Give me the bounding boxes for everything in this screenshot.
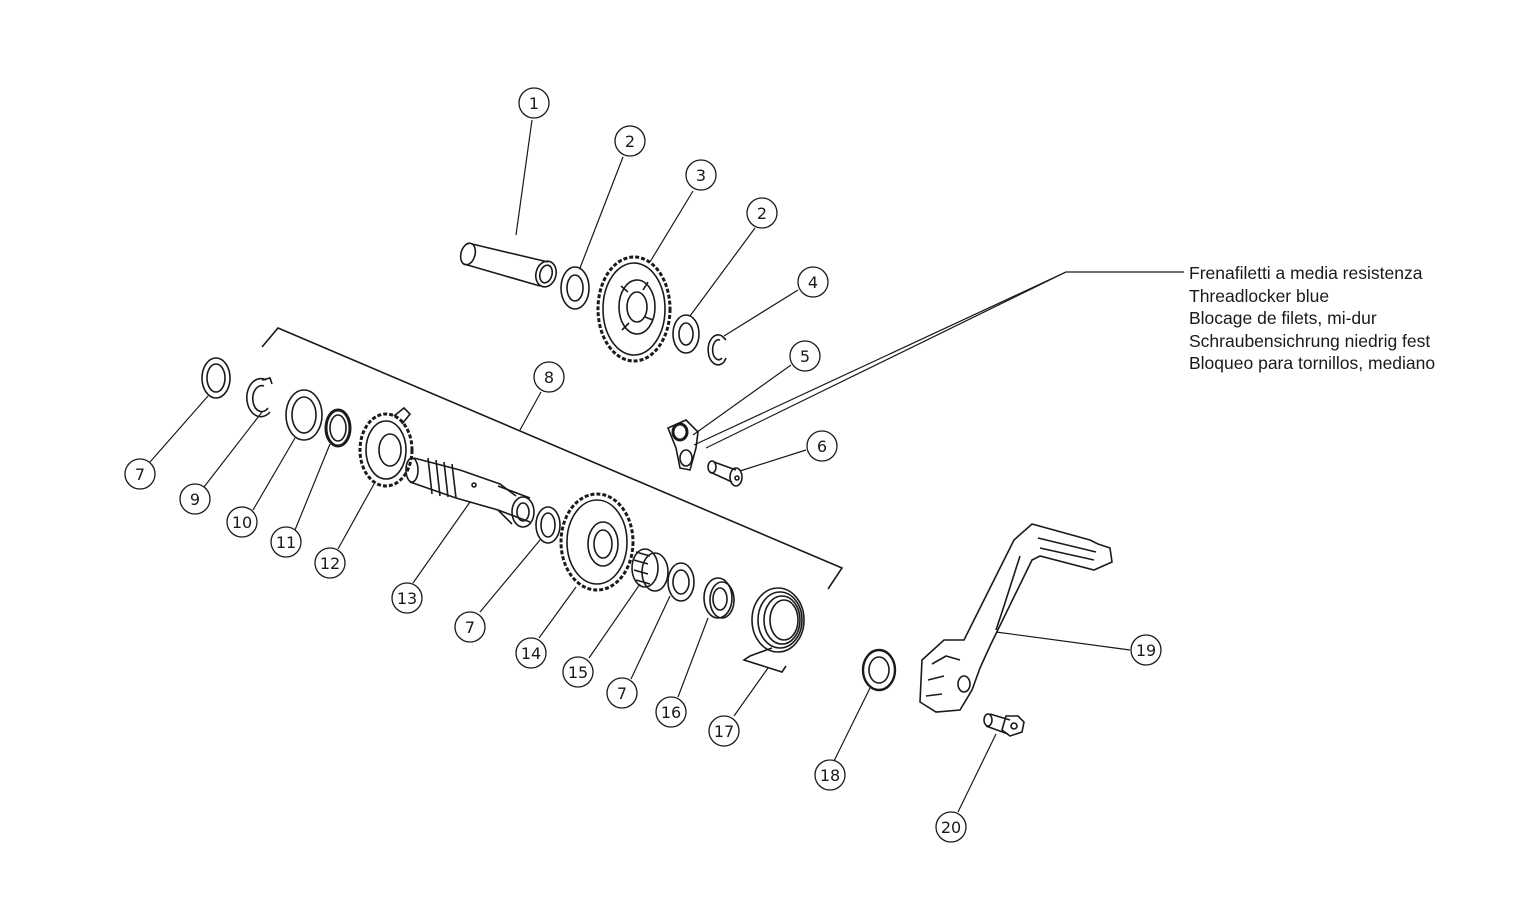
callout-1: 1 [518,87,550,119]
callout-16-label: 16 [661,703,681,722]
callout-17: 17 [708,715,740,747]
threadlocker-note: Frenafiletti a media resistenza Threadlo… [1189,262,1435,375]
callout-17-label: 17 [714,722,734,741]
callout-9: 9 [179,483,211,515]
note-line-english: Threadlocker blue [1189,285,1330,306]
callout-20: 20 [935,811,967,843]
part-7-washer-b [535,506,561,544]
part-15-needle-bearing [631,548,669,592]
part-3-gear [596,255,672,363]
callout-10-label: 10 [232,513,252,532]
callout-2a-label: 2 [625,132,635,151]
part-7-washer-a [201,357,231,399]
callout-11: 11 [270,526,302,558]
part-6-screw [707,460,743,487]
callout-6: 6 [806,430,838,462]
callout-7a-label: 7 [135,465,145,484]
callout-19-label: 19 [1136,641,1156,660]
part-18-seal [861,648,897,692]
part-1-sleeve [459,242,558,288]
part-17-spring [742,587,805,673]
callout-8: 8 [533,361,565,393]
part-7-washer-c [667,562,695,602]
note-line-french: Blocage de filets, mi-dur [1189,308,1377,329]
part-12-ratchet [358,406,414,488]
part-11-ring [324,408,352,448]
callout-7c: 7 [606,677,638,709]
callout-2a: 2 [614,125,646,157]
callout-7b-label: 7 [465,618,475,637]
callout-1-label: 1 [529,94,539,113]
part-2-washer-a [560,266,590,310]
part-19-kick-lever [919,523,1113,713]
callout-7b: 7 [454,611,486,643]
callout-12: 12 [314,547,346,579]
callout-3-label: 3 [696,166,706,185]
callout-15: 15 [562,656,594,688]
callout-10: 10 [226,506,258,538]
callout-13: 13 [391,582,423,614]
callout-6-label: 6 [817,437,827,456]
callout-3: 3 [685,159,717,191]
part-5-stopper [666,419,699,471]
callouts: 1 2 3 2 4 5 6 8 7 9 10 11 12 13 7 14 15 … [124,87,1162,843]
part-13-shaft [405,457,535,528]
part-9-circlip [246,377,273,418]
callout-14-label: 14 [521,644,541,663]
callout-7a: 7 [124,458,156,490]
note-line-german: Schraubensichrung niedrig fest [1189,330,1431,351]
callout-18: 18 [814,759,846,791]
part-14-gear [559,492,635,592]
part-8-assembly-bracket [261,327,844,590]
callout-2b-label: 2 [757,204,767,223]
callout-19: 19 [1130,634,1162,666]
leader-lines [149,119,1184,813]
note-line-italian: Frenafiletti a media resistenza [1189,263,1423,283]
callout-2b: 2 [746,197,778,229]
part-4-circlip [707,334,727,366]
callout-5: 5 [789,340,821,372]
part-10-washer [285,389,323,441]
callout-9-label: 9 [190,490,200,509]
callout-18-label: 18 [820,766,840,785]
callout-11-label: 11 [276,533,296,552]
part-20-bolt [983,713,1025,737]
callout-7c-label: 7 [617,684,627,703]
callout-5-label: 5 [800,347,810,366]
callout-16: 16 [655,696,687,728]
part-16-bushing [703,577,735,619]
callout-12-label: 12 [320,554,340,573]
part-2-washer-b [672,314,700,354]
callout-15-label: 15 [568,663,588,682]
callout-4: 4 [797,266,829,298]
callout-20-label: 20 [941,818,961,837]
note-line-spanish: Bloqueo para tornillos, mediano [1189,353,1436,374]
callout-4-label: 4 [808,273,818,292]
callout-14: 14 [515,637,547,669]
callout-8-label: 8 [544,368,554,387]
callout-13-label: 13 [397,589,417,608]
